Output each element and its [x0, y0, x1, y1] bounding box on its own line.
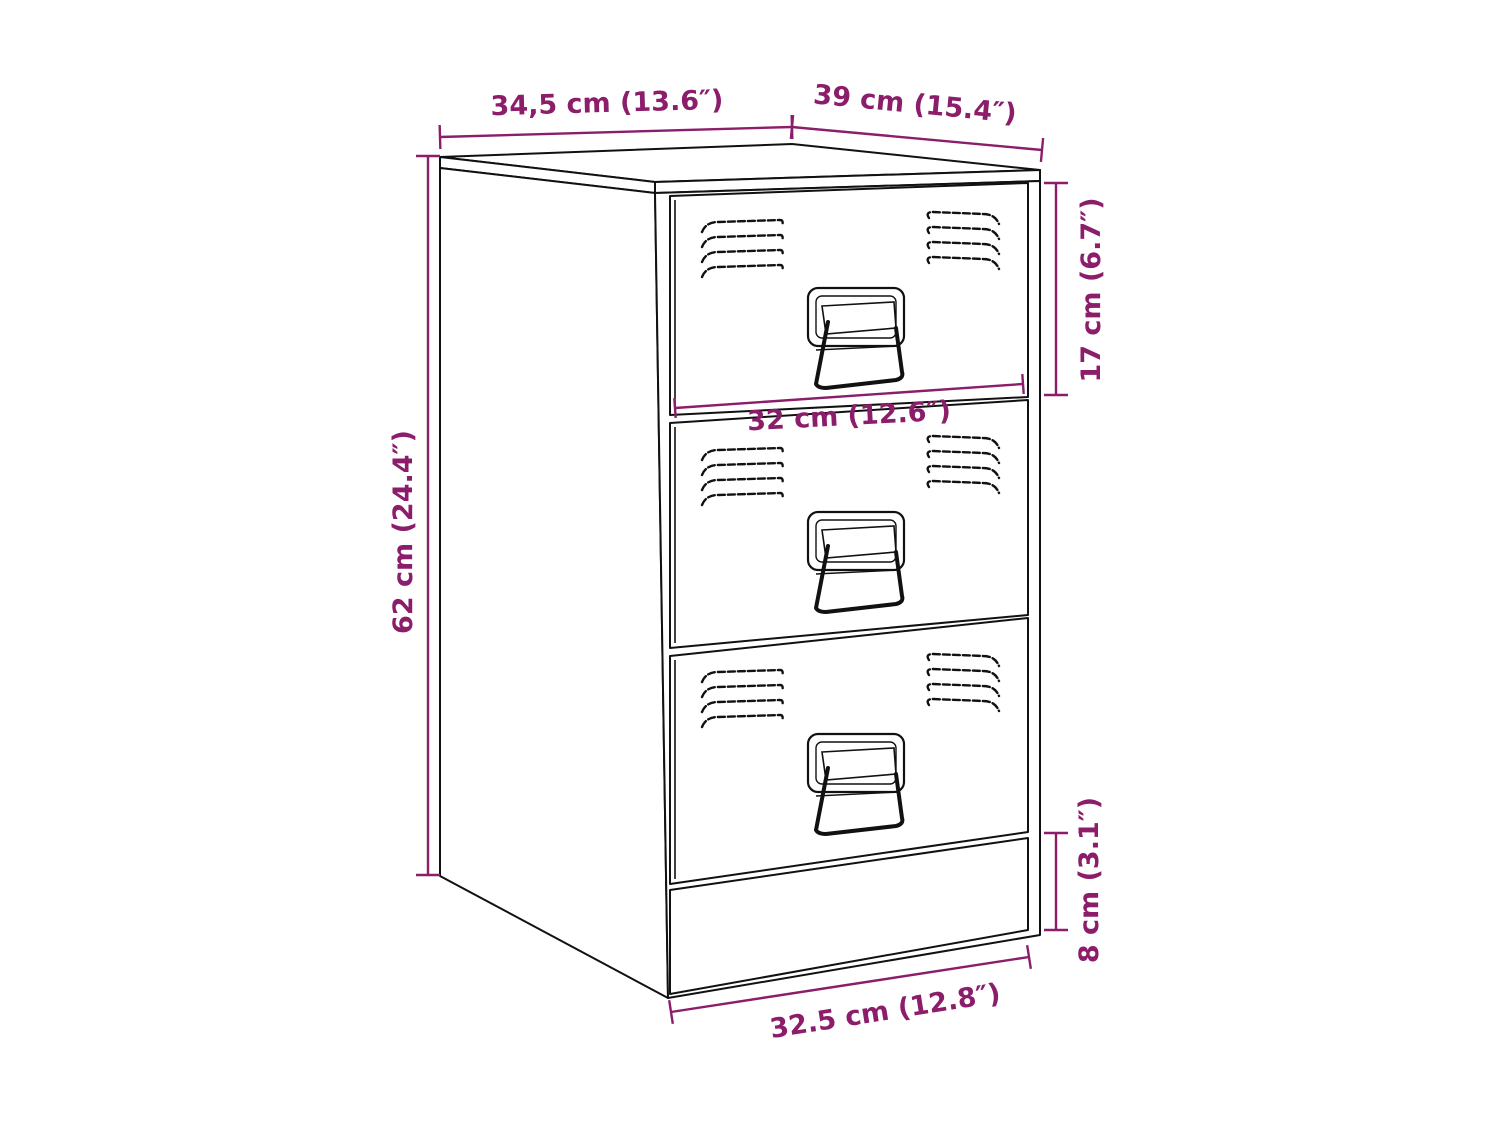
drawer-vents — [700, 210, 1001, 729]
drawer-2-vent-left — [700, 446, 784, 507]
drawer-handles — [806, 286, 906, 836]
vent-slot — [700, 461, 784, 477]
vent-slot — [926, 479, 1001, 495]
vent-slot — [926, 255, 1001, 271]
vent-slot — [700, 476, 784, 492]
dim-label-plinth-height: 8 cm (3.1″) — [1074, 797, 1105, 963]
dim-line-drawer-height — [1044, 181, 1068, 397]
dim-label-drawer-height: 17 cm (6.7″) — [1076, 197, 1107, 382]
vent-slot — [700, 248, 784, 264]
vent-slot — [926, 210, 1001, 226]
dim-line-base-width — [667, 944, 1033, 1025]
cabinet-drawing — [439, 143, 1041, 999]
vent-slot — [700, 218, 784, 234]
drawer-1-handle[interactable] — [806, 286, 906, 390]
vent-slot — [700, 491, 784, 507]
dim-line-drawer-width — [673, 373, 1025, 419]
drawer-1-vent-right — [926, 210, 1001, 271]
dim-label-total-height: 62 cm (24.4″) — [388, 430, 419, 634]
drawer-3-handle[interactable] — [806, 732, 906, 836]
vent-slot — [926, 225, 1001, 241]
vent-slot — [926, 667, 1001, 683]
vent-slot — [700, 698, 784, 714]
vent-slot — [926, 464, 1001, 480]
drawer-3-vent-right — [926, 652, 1001, 713]
dimension-lines — [416, 114, 1068, 1025]
vent-slot — [926, 240, 1001, 256]
vent-slot — [700, 668, 784, 684]
vent-slot — [926, 434, 1001, 450]
cabinet-side-panel — [439, 167, 669, 999]
dim-label-base-width: 32.5 cm (12.8″) — [768, 978, 1003, 1045]
vent-slot — [926, 682, 1001, 698]
dim-line-plinth-height — [1044, 831, 1068, 932]
vent-slot — [700, 446, 784, 462]
vent-slot — [926, 697, 1001, 713]
drawer-3-vent-left — [700, 668, 784, 729]
vent-slot — [926, 652, 1001, 668]
vent-slot — [700, 683, 784, 699]
vent-slot — [926, 449, 1001, 465]
dim-label-width-top: 34,5 cm (13.6″) — [490, 85, 724, 122]
drawer-1-vent-left — [700, 218, 784, 279]
dim-line-depth-top — [789, 114, 1045, 163]
vent-slot — [700, 233, 784, 249]
drawer-2-vent-right — [926, 434, 1001, 495]
cabinet-plinth — [669, 837, 1029, 995]
dim-label-depth-top: 39 cm (15.4″) — [812, 79, 1018, 129]
dim-line-total-height — [416, 154, 440, 877]
vent-slot — [700, 713, 784, 729]
drawer-2-handle[interactable] — [806, 510, 906, 614]
vent-slot — [700, 263, 784, 279]
